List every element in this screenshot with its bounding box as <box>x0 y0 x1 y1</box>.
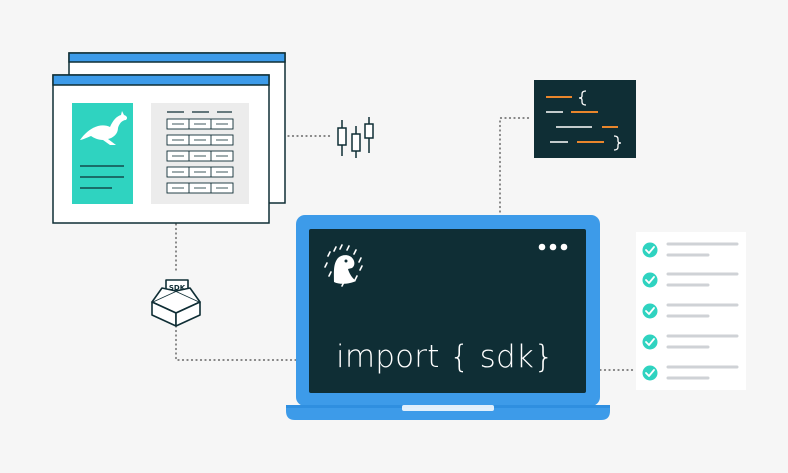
checklist-item-2 <box>642 272 739 288</box>
laptop-screen <box>309 229 586 393</box>
import-code-text: import { sdk} <box>336 339 554 375</box>
checklist-card <box>636 232 746 390</box>
checklist-item-5 <box>642 365 739 381</box>
table-cell-dashes <box>172 123 228 189</box>
kangaroo-icon <box>80 111 128 145</box>
check-circle-icon <box>642 334 658 350</box>
table-grid-dividers <box>188 119 212 193</box>
code-snippet-card <box>534 80 636 158</box>
deno-dinosaur-icon <box>324 244 363 287</box>
three-dots-icon <box>538 243 568 251</box>
laptop-base <box>286 405 610 420</box>
check-circle-icon <box>642 365 658 381</box>
check-circle-icon <box>642 272 658 288</box>
connector-laptop-to-code <box>499 117 533 213</box>
dotted-connectors <box>175 117 637 371</box>
laptop <box>286 215 610 420</box>
laptop-trackpad-notch <box>402 405 494 411</box>
check-circle-icon <box>642 242 658 258</box>
checklist-item-3 <box>642 303 739 319</box>
card-text-lines <box>80 165 124 189</box>
check-circle-icon <box>642 303 658 319</box>
candlestick-chart-icon <box>337 117 374 158</box>
checklist-item-4 <box>642 334 739 350</box>
browser-window-front <box>52 74 270 224</box>
sdk-box-label: SDK <box>168 284 186 292</box>
checklist-item-1 <box>642 242 739 258</box>
connector-box-to-laptop <box>175 325 297 361</box>
open-box-icon <box>151 279 201 327</box>
